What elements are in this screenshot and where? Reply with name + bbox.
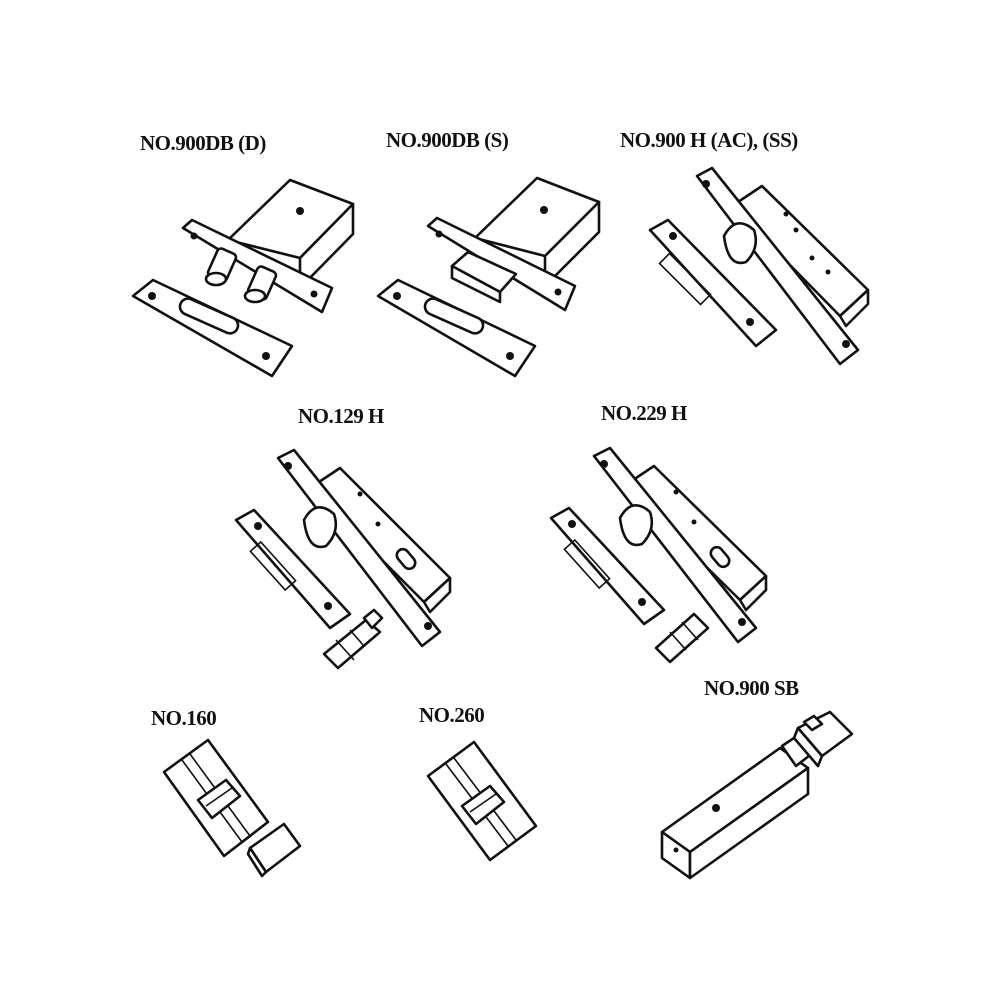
thumbturn-cylinder-icon [162,738,302,878]
label-no-900-sb: NO.900 SB [704,676,799,700]
mortise-hook-lock-cylinder-icon-2 [549,446,768,664]
label-no-229-h: NO.229 H [601,401,687,425]
label-no-900-h-ac-ss: NO.900 H (AC), (SS) [620,128,798,152]
deadbolt-single-lock-icon [376,176,601,378]
label-no-160: NO.160 [151,706,217,730]
label-no-900db-s: NO.900DB (S) [386,128,509,152]
label-no-129-h: NO.129 H [298,404,384,428]
label-no-260: NO.260 [419,703,485,727]
mortise-hook-lock-cylinder-icon [234,448,452,670]
double-cylinder-icon [426,740,538,862]
deadbolt-double-lock-icon [131,178,355,378]
mortise-hook-lock-icon [648,166,870,366]
label-no-900db-d: NO.900DB (D) [140,131,266,155]
sliding-bolt-icon [660,710,854,880]
